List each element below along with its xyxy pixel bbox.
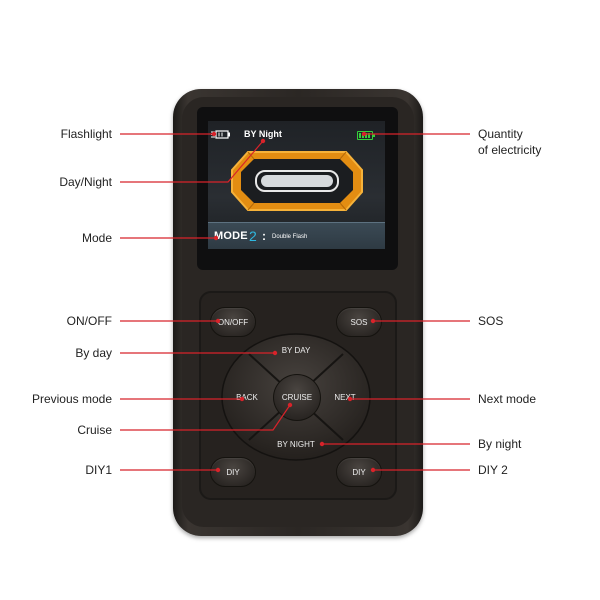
mode-separator: : xyxy=(262,229,266,243)
label-quantity-line2: of electricity xyxy=(478,143,542,157)
mode-label: MODE xyxy=(214,230,248,242)
mode-number: 2 xyxy=(249,228,257,244)
next-button[interactable]: NEXT xyxy=(334,392,356,402)
by-day-button[interactable]: BY DAY xyxy=(281,345,311,355)
back-button[interactable]: BACK xyxy=(236,392,258,402)
label-diy1: DIY1 xyxy=(85,463,112,477)
mode-name: Double Flash xyxy=(272,234,308,240)
label-quantity-line1: Quantity xyxy=(478,127,523,141)
label-sos: SOS xyxy=(478,314,504,328)
mode-bar xyxy=(208,222,385,249)
screen-status-text: BY Night xyxy=(244,129,282,139)
label-on-off: ON/OFF xyxy=(66,314,112,328)
label-by-day: By day xyxy=(75,346,112,360)
label-flashlight: Flashlight xyxy=(60,127,112,141)
label-day-night: Day/Night xyxy=(59,175,112,189)
label-mode: Mode xyxy=(81,231,112,245)
callout-day-night xyxy=(120,140,264,183)
cruise-button[interactable]: CRUISE xyxy=(273,374,321,421)
by-night-button[interactable]: BY NIGHT xyxy=(277,439,315,449)
label-diy2: DIY 2 xyxy=(478,463,508,477)
on-off-button[interactable]: ON/OFF xyxy=(210,307,256,337)
diy-right-button[interactable]: DIY xyxy=(336,457,382,487)
callout-cruise xyxy=(120,404,291,431)
label-cruise: Cruise xyxy=(77,423,112,437)
label-previous-mode: Previous mode xyxy=(31,392,112,406)
label-next-mode: Next mode xyxy=(478,392,537,406)
label-by-night: By night xyxy=(478,437,522,451)
